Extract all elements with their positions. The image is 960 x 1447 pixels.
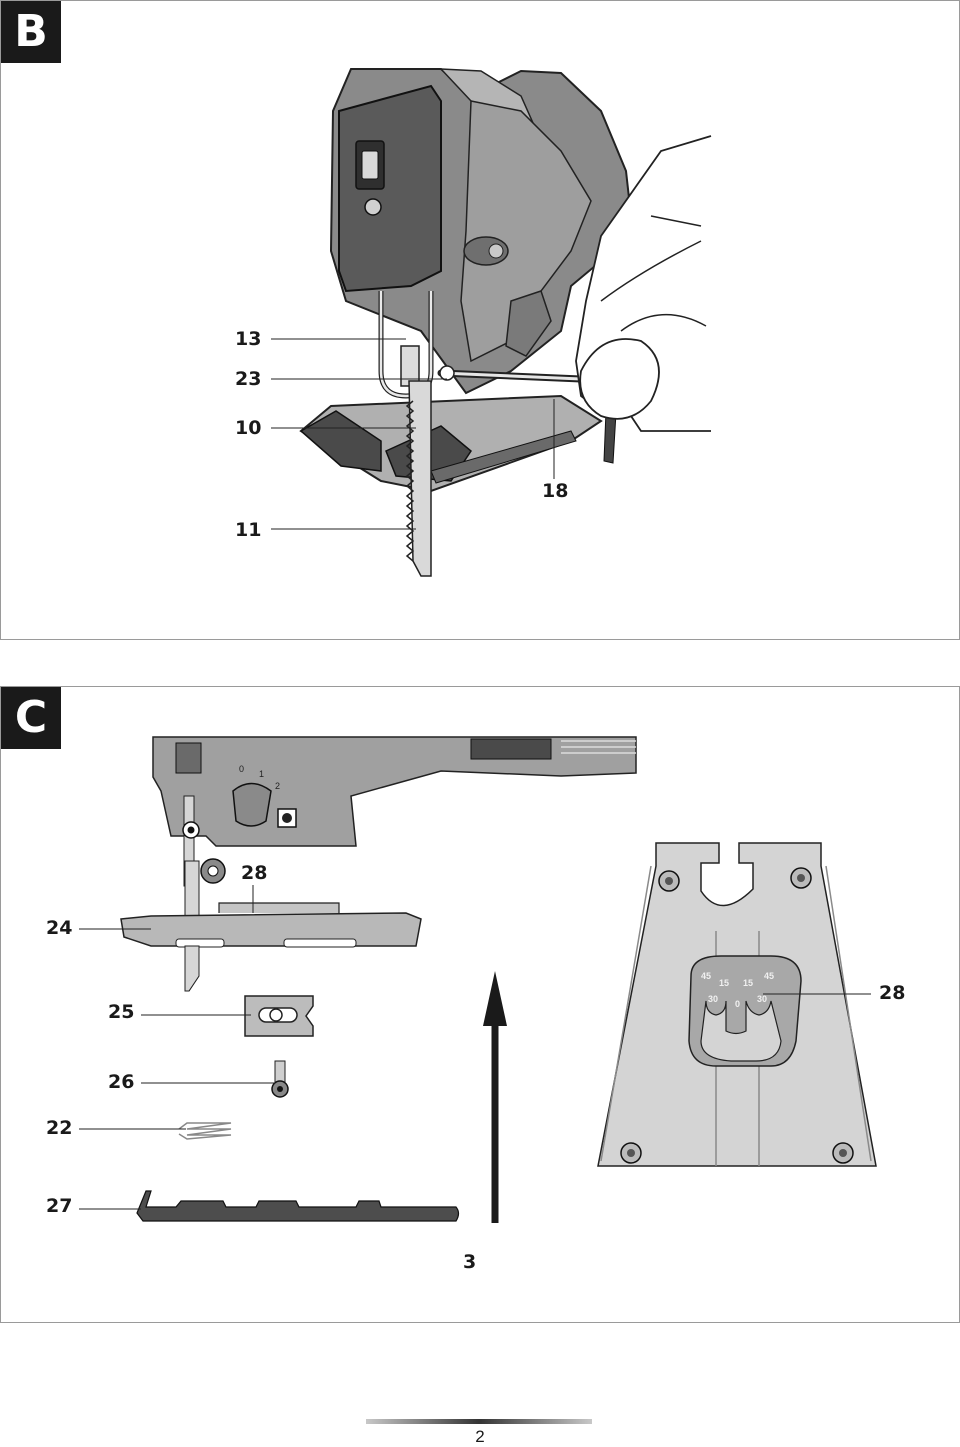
hand-thumb: [620, 314, 707, 332]
hex-key-highlight: [439, 371, 583, 381]
side-base-plate: [120, 912, 422, 947]
base-screw-bottom-right-center: [839, 1149, 847, 1157]
side-base-blade-lower: [184, 945, 200, 992]
base-screw-top-left-center: [665, 877, 673, 885]
jigsaw-vent: [175, 742, 202, 774]
plunger-screw-dot: [187, 826, 195, 834]
callout-23: 23: [235, 368, 262, 390]
callout-25: 25: [108, 1001, 135, 1023]
scale-label-30-left: 30: [708, 994, 719, 1004]
jigsaw-blade-change-illustration: [271, 68, 712, 577]
hand-finger-1: [579, 338, 660, 420]
scale-label-15-right: 15: [743, 978, 754, 988]
direction-arrow-head: [483, 971, 507, 1026]
side-base-plate-top: [218, 902, 340, 913]
page-number: 2: [475, 1427, 485, 1446]
screw-26-socket: [277, 1086, 283, 1092]
dial-label-2: 2: [275, 781, 281, 791]
control-button: [364, 198, 382, 216]
base-plate-left-block: [299, 410, 382, 472]
panel-c-letter: C: [1, 687, 61, 749]
screw-26-shaft: [274, 1060, 286, 1084]
panel-c: C: [0, 686, 960, 1323]
guide-roller-center: [207, 865, 219, 877]
side-lever: [505, 290, 552, 357]
pendulum-dial: [232, 782, 272, 827]
callout-28-side: 28: [241, 862, 268, 884]
callout-11: 11: [235, 519, 262, 541]
top-base-plate-rail-left: [600, 865, 652, 1162]
callout-13: 13: [235, 328, 262, 350]
base-plate-assembly-illustration: [79, 736, 877, 1223]
side-base-slot-1: [175, 938, 225, 948]
callout-3: 3: [463, 1251, 477, 1273]
jigsaw-side-grip: [470, 738, 552, 760]
blade-clamp: [400, 345, 420, 387]
scale-label-0: 0: [735, 999, 741, 1009]
panel-b: B: [0, 0, 960, 640]
callout-22: 22: [46, 1117, 73, 1139]
blade-guard-inner: [379, 291, 433, 398]
panel-b-letter: B: [1, 1, 61, 63]
dial-label-1: 1: [259, 769, 265, 779]
callout-27: 27: [46, 1195, 73, 1217]
jigsaw-side-body: [152, 736, 637, 847]
hex-key-22: [178, 1122, 232, 1140]
dial-label-0: 0: [239, 764, 245, 774]
hand-finger-2: [600, 240, 702, 302]
control-panel: [338, 84, 442, 293]
base-plate-rail: [430, 430, 577, 484]
hand-finger-3: [650, 215, 702, 227]
scale-label-45-right: 45: [764, 971, 775, 981]
callout-18: 18: [542, 480, 569, 502]
callout-26: 26: [108, 1071, 135, 1093]
side-base-slot-2: [283, 938, 357, 948]
jigsaw-side-stripes: [561, 740, 636, 754]
top-base-plate-rail-right: [825, 865, 872, 1162]
scale-label-30-right: 30: [757, 994, 768, 1004]
lock-button-dot: [282, 813, 292, 823]
footer-divider: [366, 1419, 592, 1424]
base-screw-bottom-left-center: [627, 1149, 635, 1157]
nut-plate-hole: [269, 1008, 283, 1022]
callout-24: 24: [46, 917, 73, 939]
side-knob-cap: [488, 243, 504, 259]
scale-label-45-left: 45: [701, 971, 712, 981]
bevel-scale-teeth: [700, 1000, 782, 1062]
scale-label-15-left: 15: [719, 978, 730, 988]
clamp-screw: [439, 365, 455, 381]
callout-28-top: 28: [879, 982, 906, 1004]
base-screw-top-right-center: [797, 874, 805, 882]
guide-rail-27: [136, 1190, 460, 1222]
power-switch: [361, 150, 379, 180]
callout-10: 10: [235, 417, 262, 439]
